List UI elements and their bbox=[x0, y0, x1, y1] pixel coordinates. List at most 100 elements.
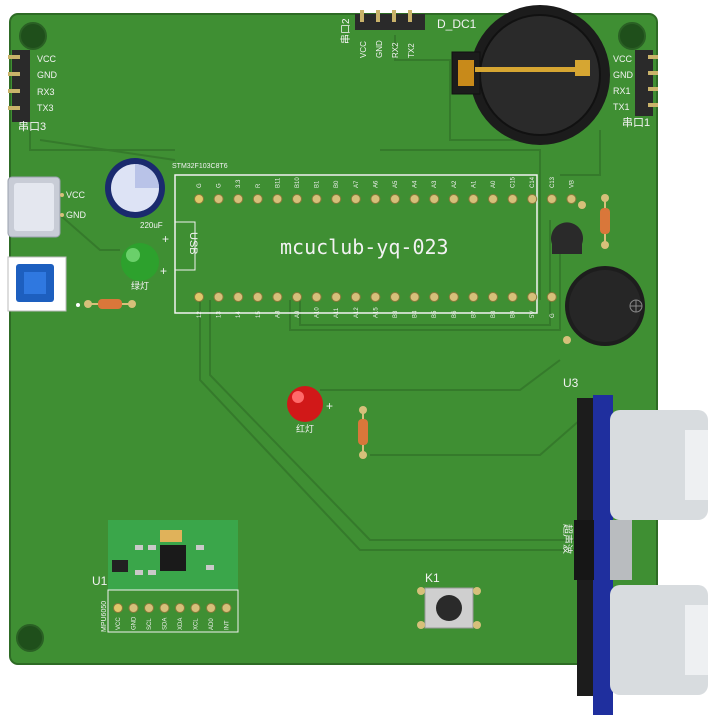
mcu-top-pin-label: VB bbox=[569, 180, 575, 188]
imu-module: U1 MPU6050 bbox=[92, 520, 239, 633]
imu-part: MPU6050 bbox=[101, 601, 108, 632]
mcu-bottom-pin-pad bbox=[252, 292, 263, 302]
usb-pin-gnd: GND bbox=[66, 210, 87, 220]
mcu-bottom-pin-pad bbox=[233, 292, 244, 302]
svg-text:VCC: VCC bbox=[66, 190, 86, 200]
mcu-bottom-pin-pad bbox=[370, 292, 381, 302]
transistor bbox=[551, 222, 583, 254]
mcu-bottom-pin-label: G bbox=[550, 313, 556, 318]
green-led: + 绿灯 bbox=[121, 243, 167, 291]
mcu-bottom-pin-pad bbox=[468, 292, 479, 302]
mcu-bottom-pin-label: A15 bbox=[373, 307, 379, 318]
mcu-bottom-pin-label: 13 bbox=[217, 311, 223, 318]
mcu-bottom-pin-label: 5V bbox=[530, 311, 536, 318]
mcu-bottom-pin-label: 14 bbox=[236, 311, 242, 318]
mcu-top-pin-label: A6 bbox=[373, 180, 379, 188]
mcu-bottom-pin-pad bbox=[507, 292, 518, 302]
svg-text:GND: GND bbox=[66, 210, 87, 220]
uart3-pin-tx: TX3 bbox=[37, 103, 54, 113]
buzzer bbox=[563, 266, 645, 346]
mcu-bottom-pin-pad bbox=[331, 292, 342, 302]
mcu-top-pin-label: G bbox=[217, 183, 223, 188]
mcu-top-pin-pad bbox=[546, 194, 557, 204]
uart3-label: 串口3 bbox=[18, 120, 46, 133]
resistor-r2 bbox=[578, 194, 610, 249]
mcu-top-pin-pad bbox=[468, 194, 479, 204]
mcu-top-pin-label: C15 bbox=[511, 176, 517, 188]
mcu-top-pin-label: A0 bbox=[491, 180, 497, 188]
mcu-bottom-pin-pad bbox=[311, 292, 322, 302]
uart2-pin-tx: TX2 bbox=[407, 43, 416, 58]
capacitor-polarity: + bbox=[162, 232, 169, 246]
mcu-top-header: STM32F103C8T6 bbox=[172, 163, 228, 170]
ultrasonic-sensor: U3 超声波 bbox=[561, 376, 708, 715]
imu-pin-pad bbox=[206, 603, 216, 613]
uart1-pin-vcc: VCC bbox=[613, 54, 633, 64]
uart1-pin-rx: RX1 bbox=[613, 86, 631, 96]
red-led: + 红灯 bbox=[287, 386, 333, 434]
imu-pin-label: INT bbox=[225, 620, 231, 630]
svg-text:RX3: RX3 bbox=[37, 87, 55, 97]
mcu-bottom-pin-label: 12 bbox=[197, 311, 203, 318]
mcu-bottom-pin-label: A9 bbox=[295, 310, 301, 318]
uart1-header: VCC GND RX1 TX1 串口1 bbox=[613, 50, 658, 129]
svg-text:K1: K1 bbox=[425, 571, 440, 585]
battery-holder: D_DC1 bbox=[437, 5, 610, 145]
imu-pin-label: SCL bbox=[147, 618, 153, 630]
svg-text:U1: U1 bbox=[92, 574, 108, 588]
mcu-top-pin-label: A5 bbox=[393, 180, 399, 188]
resistor-r3 bbox=[358, 406, 368, 459]
mcu-top-pin-label: R bbox=[256, 183, 262, 188]
imu-pin-pad bbox=[113, 603, 123, 613]
imu-pin-label: SDA bbox=[163, 618, 169, 630]
mcu-bottom-pin-pad bbox=[448, 292, 459, 302]
svg-text:MPU6050: MPU6050 bbox=[101, 601, 108, 632]
red-led-label: 红灯 bbox=[296, 423, 314, 434]
svg-text:VCC: VCC bbox=[37, 54, 57, 64]
capacitor: 220uF + bbox=[105, 158, 169, 246]
imu-pin-label: GND bbox=[132, 616, 138, 630]
battery-label: D_DC1 bbox=[437, 17, 477, 31]
mcu-bottom-pin-pad bbox=[488, 292, 498, 302]
svg-text:+: + bbox=[326, 399, 333, 413]
mcu-top-pin-pad bbox=[252, 194, 263, 204]
mcu-top-pin-label: 3.3 bbox=[236, 179, 242, 188]
imu-pin-pad bbox=[221, 603, 232, 613]
mcu-bottom-pin-pad bbox=[546, 292, 557, 302]
mcu-top-pin-label: B1 bbox=[315, 180, 321, 188]
mcu-top-pin-pad bbox=[311, 194, 322, 204]
mcu-bottom-pin-pad bbox=[292, 292, 302, 302]
ultrasonic-ref: U3 bbox=[563, 376, 579, 390]
mcu-top-pin-label: C13 bbox=[550, 176, 556, 188]
power-switch[interactable] bbox=[7, 256, 80, 312]
mcu-bottom-pin-pad bbox=[194, 292, 204, 302]
mcu-bottom-pin-label: 15 bbox=[256, 311, 262, 318]
mcu-bottom-pin-pad bbox=[390, 292, 400, 302]
mcu-top-pin-pad bbox=[448, 194, 459, 204]
mcu-top-pin-pad bbox=[350, 194, 361, 204]
mcu-bottom-pin-pad bbox=[527, 292, 538, 302]
red-led-polarity: + bbox=[326, 399, 333, 413]
svg-text:mcuclub-yq-023: mcuclub-yq-023 bbox=[280, 235, 449, 259]
mcu-top-pin-pad bbox=[292, 194, 302, 204]
uart2-pin-rx: RX2 bbox=[391, 42, 400, 58]
mounting-hole-bl bbox=[16, 624, 44, 652]
mcu-top-pin-pad bbox=[370, 194, 381, 204]
mcu-bottom-pin-label: B6 bbox=[452, 310, 458, 318]
usb-c-connector: VCC GND bbox=[7, 176, 87, 238]
imu-pin-label: XCL bbox=[194, 618, 200, 630]
svg-text:USB: USB bbox=[187, 232, 199, 255]
uart2-label: 串口2 bbox=[340, 18, 352, 44]
mcu-top-pin-pad bbox=[527, 194, 538, 204]
mcu-bottom-pin-label: B9 bbox=[511, 310, 517, 318]
mcu-bottom-pin-label: B3 bbox=[393, 310, 399, 318]
button-k1[interactable]: K1 bbox=[417, 571, 481, 629]
imu-pin-label: XDA bbox=[178, 618, 184, 630]
uart2-pin-vcc: VCC bbox=[359, 41, 368, 58]
svg-text:超声波: 超声波 bbox=[561, 524, 574, 554]
svg-text:VCC: VCC bbox=[613, 54, 633, 64]
